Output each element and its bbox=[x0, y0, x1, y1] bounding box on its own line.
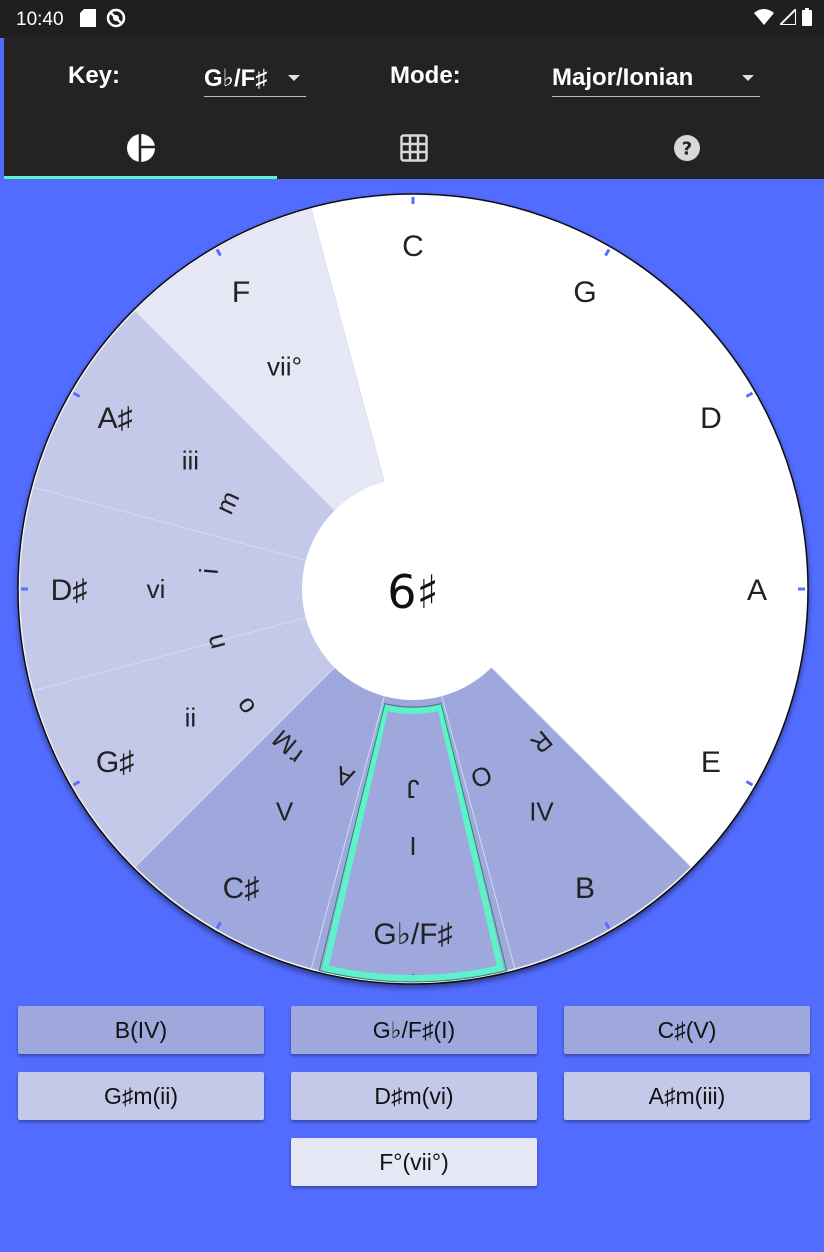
tab-grid[interactable] bbox=[277, 116, 550, 179]
chord-button-vi[interactable]: D♯m(vi) bbox=[291, 1072, 537, 1120]
major-arc-letter: J bbox=[407, 774, 420, 804]
chord-button-iii[interactable]: A♯m(iii) bbox=[564, 1072, 810, 1120]
sd-card-icon bbox=[80, 9, 96, 27]
chord-button-ii[interactable]: G♯m(ii) bbox=[18, 1072, 264, 1120]
note-label: C♯ bbox=[223, 872, 260, 905]
status-bar: 10:40 bbox=[0, 0, 824, 38]
status-time: 10:40 bbox=[16, 9, 64, 30]
key-value: G♭/F♯ bbox=[204, 64, 268, 92]
chord-button-iv[interactable]: B(IV) bbox=[18, 1006, 264, 1054]
chord-button-vii[interactable]: F°(vii°) bbox=[291, 1138, 537, 1186]
circle-of-fifths[interactable]: 6♯ CGDAEBIVG♭/F♯IC♯VG♯iiD♯viA♯iiiFvii°MA… bbox=[0, 178, 824, 998]
note-label: D♯ bbox=[51, 574, 88, 607]
chevron-down-icon bbox=[288, 75, 300, 81]
chord-button-i[interactable]: G♭/F♯(I) bbox=[291, 1006, 537, 1054]
note-label: F bbox=[232, 276, 250, 309]
pie-chart-icon bbox=[126, 132, 156, 163]
wheel-tick bbox=[215, 248, 222, 257]
help-circle-icon: ? bbox=[674, 134, 701, 161]
mode-label: Mode: bbox=[390, 62, 461, 89]
wifi-icon bbox=[754, 9, 774, 25]
degree-label: V bbox=[276, 797, 294, 827]
degree-label: iii bbox=[182, 446, 199, 476]
chevron-down-icon bbox=[742, 75, 754, 81]
note-label: G♯ bbox=[96, 746, 134, 779]
wheel-tick bbox=[215, 921, 222, 930]
wheel-center bbox=[302, 478, 524, 700]
tab-wheel[interactable] bbox=[4, 116, 278, 179]
wheel-tick bbox=[72, 780, 81, 787]
note-label: E bbox=[701, 746, 721, 779]
wheel-tick bbox=[745, 391, 754, 398]
note-label: C bbox=[402, 230, 424, 263]
do-not-disturb-icon bbox=[106, 8, 126, 28]
key-label: Key: bbox=[68, 62, 121, 89]
degree-label: vi bbox=[147, 574, 166, 604]
tab-help[interactable]: ? bbox=[551, 116, 824, 179]
note-label: G♭/F♯ bbox=[373, 918, 452, 951]
note-label: G bbox=[573, 276, 596, 309]
note-label: B bbox=[575, 872, 595, 905]
svg-text:?: ? bbox=[682, 138, 692, 159]
degree-label: vii° bbox=[267, 351, 302, 381]
selected-chord-highlight bbox=[321, 704, 505, 981]
wheel-tick bbox=[604, 248, 611, 257]
toolbar: Key: G♭/F♯ Mode: Major/Ionian bbox=[4, 38, 824, 179]
minor-arc-letter: i bbox=[194, 567, 224, 575]
degree-label: I bbox=[409, 831, 416, 861]
wheel-tick bbox=[72, 391, 81, 398]
note-label: A♯ bbox=[98, 402, 133, 435]
key-dropdown[interactable]: G♭/F♯ bbox=[204, 60, 306, 97]
mode-dropdown[interactable]: Major/Ionian bbox=[552, 60, 760, 97]
chord-button-v[interactable]: C♯(V) bbox=[564, 1006, 810, 1054]
battery-icon bbox=[802, 8, 812, 26]
degree-label: ii bbox=[185, 703, 197, 733]
note-label: D bbox=[700, 402, 722, 435]
grid-icon bbox=[400, 133, 428, 162]
key-signature-text: 6♯ bbox=[387, 565, 439, 619]
wheel-tick bbox=[604, 921, 611, 930]
mode-value: Major/Ionian bbox=[552, 64, 694, 91]
selected-chord-outline bbox=[318, 702, 508, 983]
degree-label: IV bbox=[529, 797, 554, 827]
wheel-tick bbox=[745, 780, 754, 787]
note-label: A bbox=[747, 574, 767, 607]
tab-bar: ? bbox=[4, 116, 824, 179]
signal-icon bbox=[780, 9, 796, 25]
